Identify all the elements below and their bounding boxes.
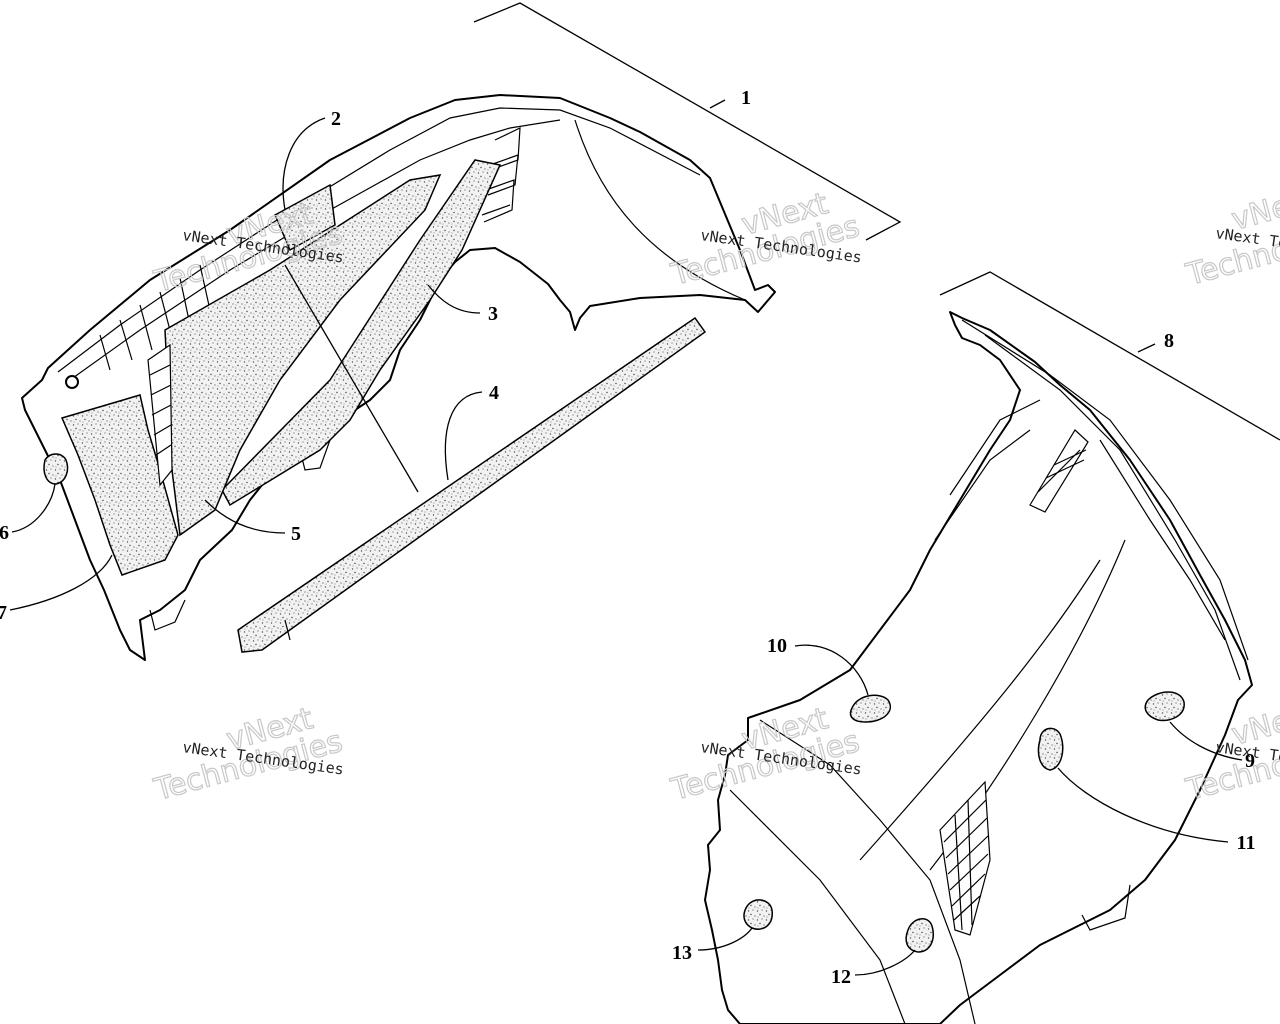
- callout-8: 8: [1164, 330, 1174, 352]
- foam-pad-2: [274, 183, 336, 252]
- watermark-4: vNext Technologies vNext Technologies: [149, 701, 346, 809]
- hood-upper-rail: [1099, 439, 1226, 641]
- callout-1: 1: [741, 87, 751, 109]
- leader-2: [282, 117, 326, 211]
- leader-8: [1137, 343, 1156, 353]
- callout-bracket-1: [473, 2, 902, 241]
- leader-11: [1057, 767, 1229, 843]
- foam-patch-9: [1144, 691, 1185, 722]
- leader-12: [854, 949, 916, 976]
- hood-ribs: [99, 264, 211, 371]
- callout-10: 10: [767, 635, 787, 657]
- leader-cross: [284, 264, 419, 493]
- callout-2: 2: [331, 108, 341, 130]
- foam-pad-3: [221, 159, 502, 507]
- right-hood-assembly: [697, 271, 1280, 1024]
- callout-labels: 1 2 3 4 5 6 7 8 9 10 11 12 13: [0, 87, 1255, 988]
- hood-rim-line: [57, 107, 701, 373]
- right-hood-front-grille: [939, 780, 991, 936]
- callout-13: 13: [672, 942, 692, 964]
- hood-crease-5: [949, 399, 1041, 496]
- foam-pad-7: [60, 394, 179, 576]
- foam-patch-12: [905, 918, 934, 953]
- leader-7: [9, 554, 113, 611]
- hood-spine-line-2: [984, 334, 1241, 681]
- foam-strip-4-edge: [284, 619, 291, 641]
- callout-4: 4: [489, 382, 499, 404]
- leader-6: [11, 483, 56, 533]
- hood-inner-curve: [574, 119, 746, 301]
- left-hood-assembly: [9, 2, 902, 661]
- hood-fastener: [65, 375, 79, 389]
- foam-patch-10: [849, 694, 891, 723]
- leader-13: [697, 927, 753, 951]
- watermark-3: vNext Technologies vNext Technologies: [1181, 181, 1280, 294]
- right-hood-panel: [704, 311, 1253, 1024]
- hood-lower-tab-2: [149, 599, 186, 631]
- leader-3: [427, 284, 481, 314]
- callout-3: 3: [488, 303, 498, 325]
- callout-5: 5: [291, 523, 301, 545]
- callout-7: 7: [0, 602, 7, 624]
- leader-9: [1169, 721, 1243, 761]
- foam-strip-4: [237, 316, 707, 653]
- right-hood-side-louvers: [1029, 429, 1089, 513]
- leader-4: [444, 391, 483, 481]
- callout-6: 6: [0, 522, 9, 544]
- callout-9: 9: [1245, 750, 1255, 772]
- hood-crease-6: [934, 429, 1031, 541]
- leader-5: [204, 499, 286, 534]
- left-hood-vent: [147, 343, 173, 487]
- callout-12: 12: [831, 966, 851, 988]
- hood-side-fins: [481, 127, 521, 223]
- hood-crease-3: [759, 719, 976, 1024]
- leader-1: [709, 99, 726, 109]
- leader-10: [794, 644, 869, 696]
- hood-spine-line: [961, 319, 1249, 661]
- hood-bottom-tab: [1081, 884, 1131, 931]
- foam-pad-5: [164, 174, 442, 537]
- callout-bracket-8: [939, 271, 1280, 441]
- hood-crease-4: [729, 789, 906, 1024]
- foam-patch-13: [743, 899, 773, 930]
- callout-11: 11: [1237, 832, 1256, 854]
- hood-rim-line-2: [69, 119, 561, 381]
- hood-crease-2: [859, 559, 1101, 861]
- foam-patch-6: [43, 453, 69, 485]
- left-hood-panel: [21, 94, 776, 661]
- foam-patch-11: [1037, 727, 1064, 771]
